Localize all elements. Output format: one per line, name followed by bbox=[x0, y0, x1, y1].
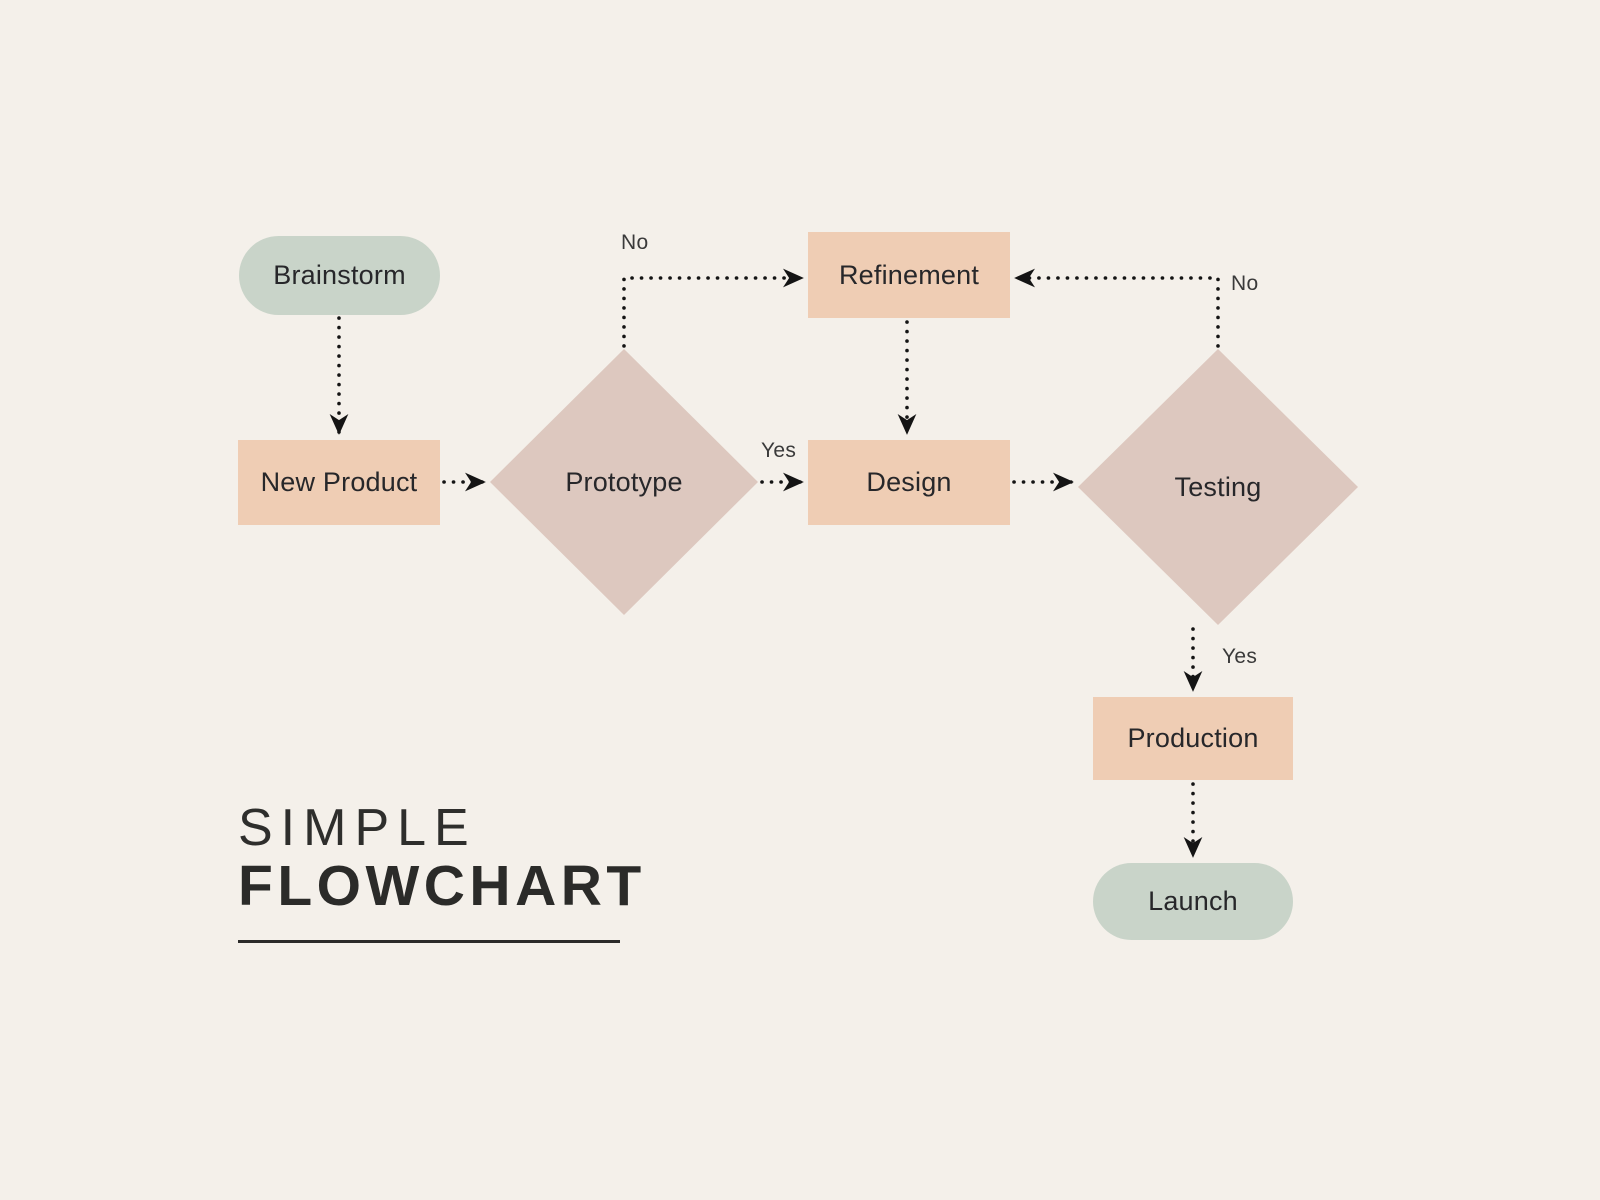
node-brainstorm-label: Brainstorm bbox=[273, 260, 406, 290]
diamond-icon bbox=[1078, 349, 1358, 625]
title-block: SIMPLE FLOWCHART bbox=[238, 800, 718, 943]
node-production[interactable]: Production bbox=[1093, 697, 1293, 780]
node-refinement[interactable]: Refinement bbox=[808, 232, 1010, 318]
node-launch[interactable]: Launch bbox=[1093, 863, 1293, 940]
node-testing[interactable]: Testing bbox=[1078, 349, 1358, 625]
page-title-line-2: FLOWCHART bbox=[238, 854, 646, 919]
node-launch-label: Launch bbox=[1148, 886, 1238, 916]
node-refinement-label: Refinement bbox=[838, 259, 980, 290]
edge-testing-no-refinement bbox=[1014, 268, 1220, 348]
node-prototype-label: Prototype bbox=[565, 466, 683, 497]
node-production-label: Production bbox=[1127, 723, 1259, 753]
edge-label-prototype-yes: Yes bbox=[761, 439, 797, 462]
node-design[interactable]: Design bbox=[808, 440, 1010, 525]
node-design-label: Design bbox=[866, 467, 952, 497]
diamond-icon bbox=[490, 349, 758, 615]
page-title-line-1: SIMPLE bbox=[238, 799, 477, 857]
node-new-product-label: New Product bbox=[260, 467, 418, 497]
node-testing-label: Testing bbox=[1174, 471, 1262, 502]
title-divider bbox=[238, 939, 620, 943]
node-new-product[interactable]: New Product bbox=[238, 440, 440, 525]
node-brainstorm[interactable]: Brainstorm bbox=[239, 236, 440, 315]
edge-label-testing-yes: Yes bbox=[1222, 645, 1258, 668]
node-prototype[interactable]: Prototype bbox=[490, 349, 758, 615]
edge-label-prototype-no: No bbox=[621, 231, 649, 254]
edge-prototype-no-refinement bbox=[622, 268, 804, 348]
edge-label-testing-no: No bbox=[1231, 272, 1259, 295]
